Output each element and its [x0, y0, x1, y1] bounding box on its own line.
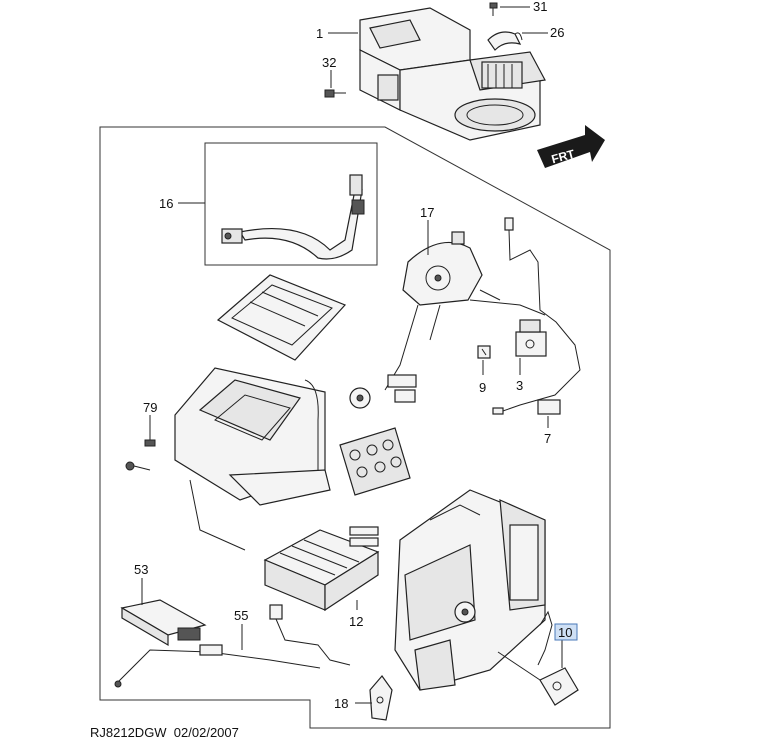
- callout-12[interactable]: 12: [349, 614, 363, 629]
- callout-10[interactable]: 10: [558, 625, 572, 640]
- drawing-reference: RJ8212DGW 02/02/2007: [90, 725, 239, 740]
- assembly-frame: [99, 126, 611, 729]
- part-17-mode-actuator[interactable]: [384, 231, 546, 403]
- callout-16[interactable]: 16: [159, 196, 173, 211]
- callout-7[interactable]: 7: [544, 431, 551, 446]
- callout-53[interactable]: 53: [134, 562, 148, 577]
- blower-motor[interactable]: [349, 387, 371, 409]
- callout-10-highlight: [554, 623, 578, 641]
- lower-case-housing[interactable]: [394, 489, 546, 691]
- callout-18[interactable]: 18: [334, 696, 348, 711]
- part-3-actuator[interactable]: [515, 319, 547, 357]
- part-18-bracket[interactable]: [369, 675, 393, 721]
- callout-26[interactable]: 26: [550, 25, 564, 40]
- part-32-bolt[interactable]: [324, 89, 346, 98]
- callout-79[interactable]: 79: [143, 400, 157, 415]
- part-79-screw[interactable]: [144, 425, 156, 447]
- callout-32[interactable]: 32: [322, 55, 336, 70]
- part-1-hvac-module[interactable]: [359, 7, 546, 141]
- wire-harness-upper[interactable]: [492, 217, 581, 415]
- callout-3[interactable]: 3: [516, 378, 523, 393]
- evaporator-core[interactable]: [339, 427, 411, 496]
- part-16-hose[interactable]: [221, 174, 365, 260]
- callout-55[interactable]: 55: [234, 608, 248, 623]
- part-31-screw[interactable]: [489, 2, 498, 16]
- part-12-heater-core[interactable]: [263, 526, 380, 612]
- upper-case-housing[interactable]: [174, 367, 331, 551]
- callout-17[interactable]: 17: [420, 205, 434, 220]
- leader-lines: [141, 6, 563, 704]
- part-26-drain-hose[interactable]: [487, 31, 523, 51]
- callout-9[interactable]: 9: [479, 380, 486, 395]
- part-55-wiring-harness[interactable]: [114, 604, 351, 688]
- part-7-resistor[interactable]: [537, 399, 561, 415]
- part-53-air-filter[interactable]: [120, 599, 207, 647]
- part-9-clip[interactable]: [477, 345, 491, 359]
- frt-direction-arrow: FRT: [537, 125, 605, 168]
- inset-box-16: [204, 142, 378, 266]
- callout-31[interactable]: 31: [533, 0, 547, 14]
- callout-1[interactable]: 1: [316, 26, 323, 41]
- part-10-actuator[interactable]: [537, 610, 579, 706]
- filter-cover-tray[interactable]: [216, 274, 347, 361]
- bolt-left[interactable]: [125, 461, 151, 471]
- frt-badge-text: FRT: [550, 147, 577, 167]
